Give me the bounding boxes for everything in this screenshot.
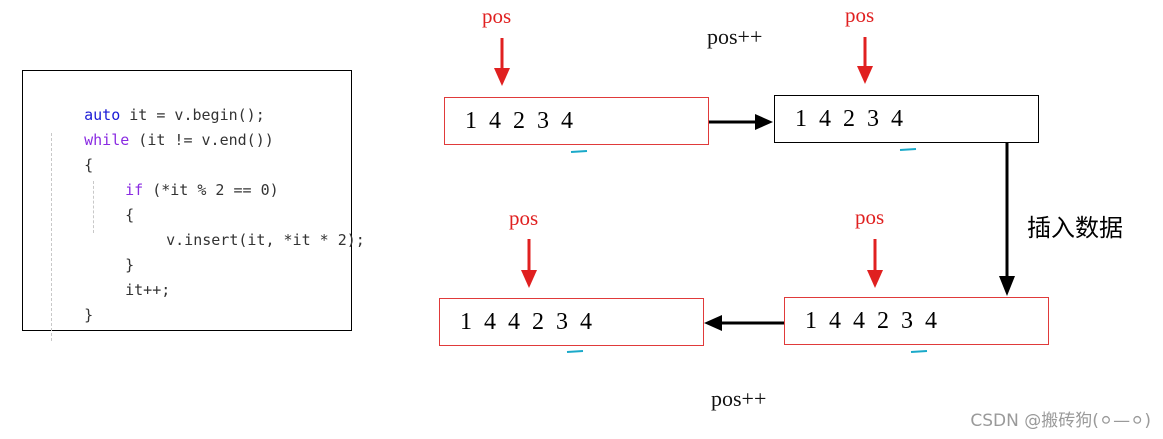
- pos-label-bottom-right: pos: [855, 205, 885, 229]
- code-line-6: v.insert(it, *it * 2);: [130, 204, 365, 249]
- cursor-underline: [910, 350, 928, 353]
- array-box-bottom-left: 1 4 4 2 3 4: [439, 298, 704, 346]
- pos-label-top-left: pos: [482, 4, 512, 28]
- code-text: v.insert(it, *it * 2);: [166, 231, 365, 249]
- pointer-arrow-top-left: [494, 38, 510, 86]
- code-keyword: auto: [84, 106, 121, 124]
- array-values: 1 4 2 3 4: [795, 105, 903, 132]
- indent-guide: [51, 133, 52, 341]
- code-text: (*it % 2 == 0): [143, 181, 279, 199]
- flow-arrow-left: [704, 315, 784, 331]
- array-values: 1 4 2 3 4: [465, 107, 573, 134]
- pos-label-bottom-left: pos: [509, 206, 539, 230]
- array-box-bottom-right: 1 4 4 2 3 4: [784, 297, 1049, 345]
- code-text: }: [84, 306, 94, 324]
- code-line-4: if (*it % 2 == 0): [89, 154, 279, 199]
- code-text: (it != v.end()): [129, 131, 274, 149]
- code-text: {: [125, 206, 135, 224]
- flow-arrow-right: [709, 114, 773, 130]
- code-line-7: }: [89, 229, 134, 274]
- code-text: }: [125, 256, 135, 274]
- pos-increment-label-bottom: pos++: [711, 386, 767, 411]
- cursor-underline: [566, 350, 584, 353]
- code-line-2: while (it != v.end()): [48, 104, 274, 149]
- code-line-1: auto it = v.begin();: [48, 79, 265, 124]
- flow-arrow-down: [999, 143, 1015, 296]
- insert-data-label: 插入数据: [1027, 214, 1123, 242]
- pos-label-top-right: pos: [845, 3, 875, 27]
- code-keyword: while: [84, 131, 130, 149]
- array-box-top-left: 1 4 2 3 4: [444, 97, 709, 145]
- cursor-underline: [899, 148, 917, 151]
- code-text: it = v.begin();: [120, 106, 265, 124]
- watermark: CSDN @搬砖狗(⚪—⚪): [970, 411, 1151, 431]
- array-values: 1 4 4 2 3 4: [460, 308, 592, 335]
- code-text: {: [84, 156, 94, 174]
- pos-increment-label-top: pos++: [707, 24, 763, 49]
- code-keyword: if: [125, 181, 144, 199]
- pointer-arrow-bottom-left: [521, 239, 537, 288]
- code-panel: auto it = v.begin(); while (it != v.end(…: [22, 70, 365, 341]
- code-line-5: {: [89, 179, 134, 224]
- cursor-underline: [570, 150, 588, 153]
- code-line-3: {: [48, 129, 93, 174]
- indent-guide: [93, 181, 94, 233]
- code-text: it++;: [125, 281, 171, 299]
- code-line-8: it++;: [89, 254, 170, 299]
- array-values: 1 4 4 2 3 4: [805, 307, 937, 334]
- code-line-9: }: [48, 279, 93, 324]
- pointer-arrow-top-right: [857, 37, 873, 84]
- pointer-arrow-bottom-right: [867, 239, 883, 288]
- array-box-top-right: 1 4 2 3 4: [774, 95, 1039, 143]
